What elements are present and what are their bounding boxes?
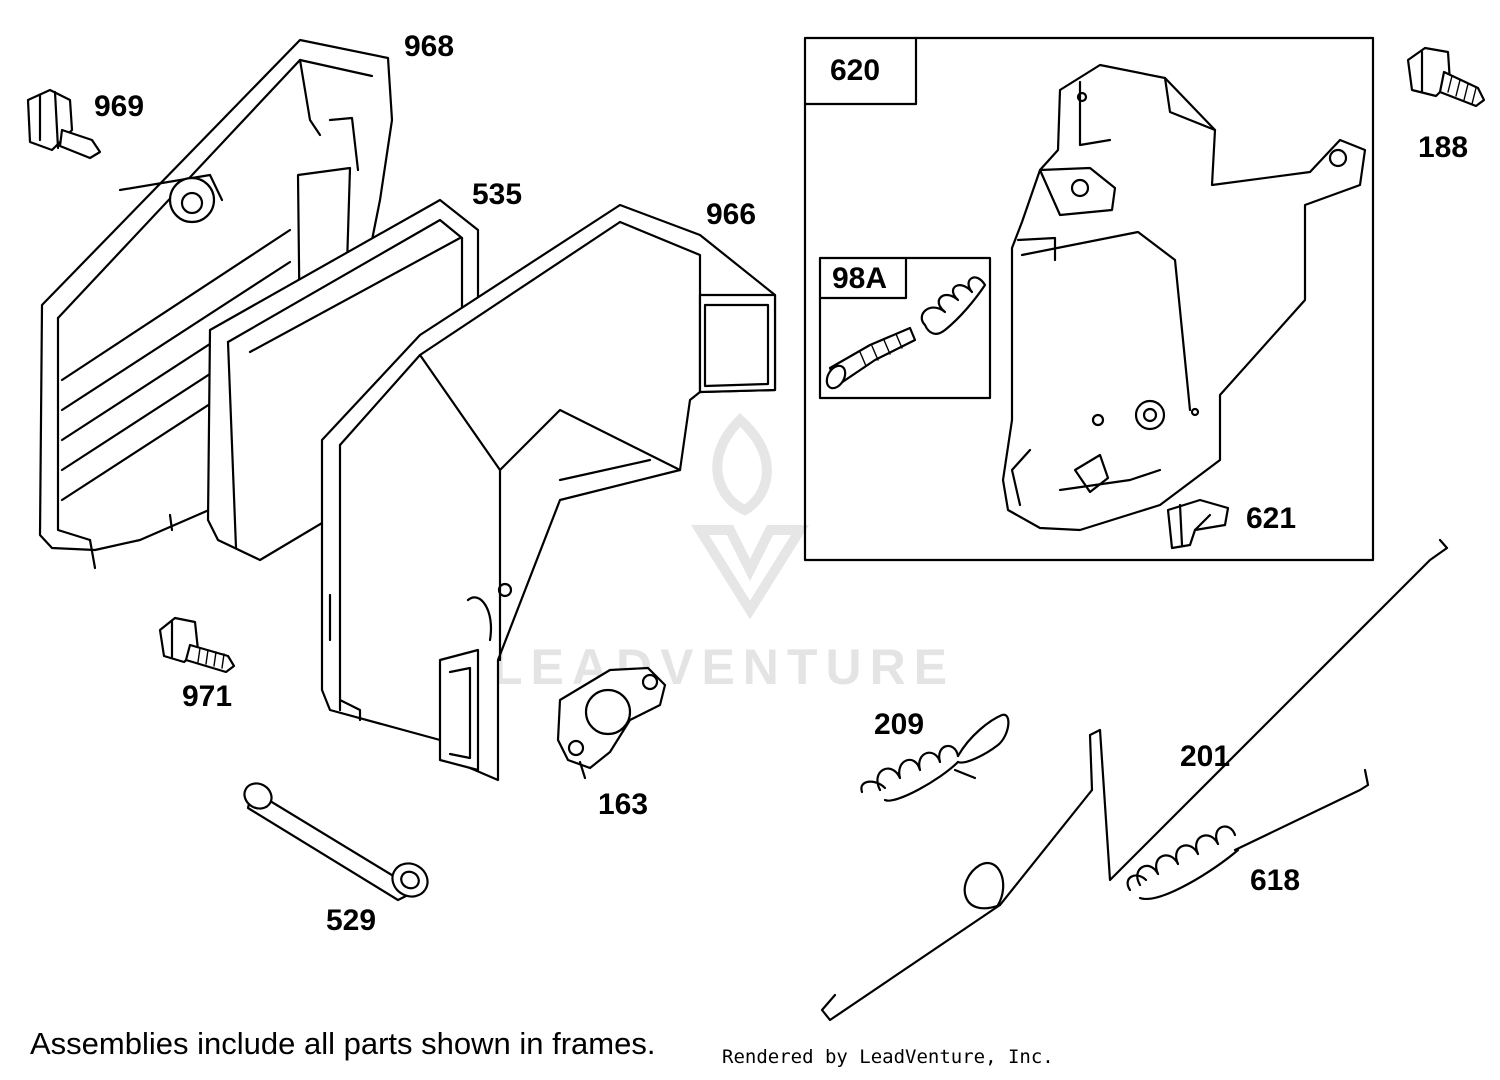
- part-620-control-bracket[interactable]: [1001, 63, 1367, 532]
- part-966-cover[interactable]: [320, 203, 777, 782]
- part-529-tube[interactable]: [240, 779, 434, 903]
- part-label-188: 188: [1418, 131, 1469, 164]
- render-credit: Rendered by LeadVenture, Inc.: [722, 1046, 1054, 1068]
- part-969-screw[interactable]: [26, 88, 102, 160]
- part-618-spring[interactable]: [1126, 768, 1370, 901]
- part-label-98a: 98A: [832, 262, 888, 295]
- part-188-bolt[interactable]: [1406, 46, 1486, 108]
- part-label-966: 966: [706, 198, 757, 231]
- watermark-text: LEADVENTURE: [492, 639, 956, 695]
- part-label-620: 620: [830, 54, 881, 87]
- part-label-968: 968: [404, 30, 455, 63]
- part-201-link-rod[interactable]: [820, 538, 1449, 1022]
- part-163-gasket[interactable]: [556, 666, 667, 780]
- part-209-spring[interactable]: [860, 713, 1010, 802]
- part-621-clip[interactable]: [1166, 498, 1230, 550]
- part-label-209: 209: [874, 708, 925, 741]
- part-label-163: 163: [598, 788, 649, 821]
- part-label-535: 535: [472, 178, 523, 211]
- part-98a-screw-spring[interactable]: [823, 276, 987, 391]
- part-label-618: 618: [1250, 864, 1301, 897]
- part-label-201: 201: [1180, 740, 1231, 773]
- watermark-logo: [690, 413, 810, 620]
- part-label-529: 529: [326, 904, 377, 937]
- part-label-621: 621: [1246, 502, 1297, 535]
- frame-98a: [818, 256, 992, 400]
- frame-620-assembly: [803, 36, 1375, 562]
- part-971-screw[interactable]: [158, 616, 236, 674]
- part-label-971: 971: [182, 680, 233, 713]
- part-label-969: 969: [94, 90, 145, 123]
- assemblies-note: Assemblies include all parts shown in fr…: [30, 1026, 656, 1061]
